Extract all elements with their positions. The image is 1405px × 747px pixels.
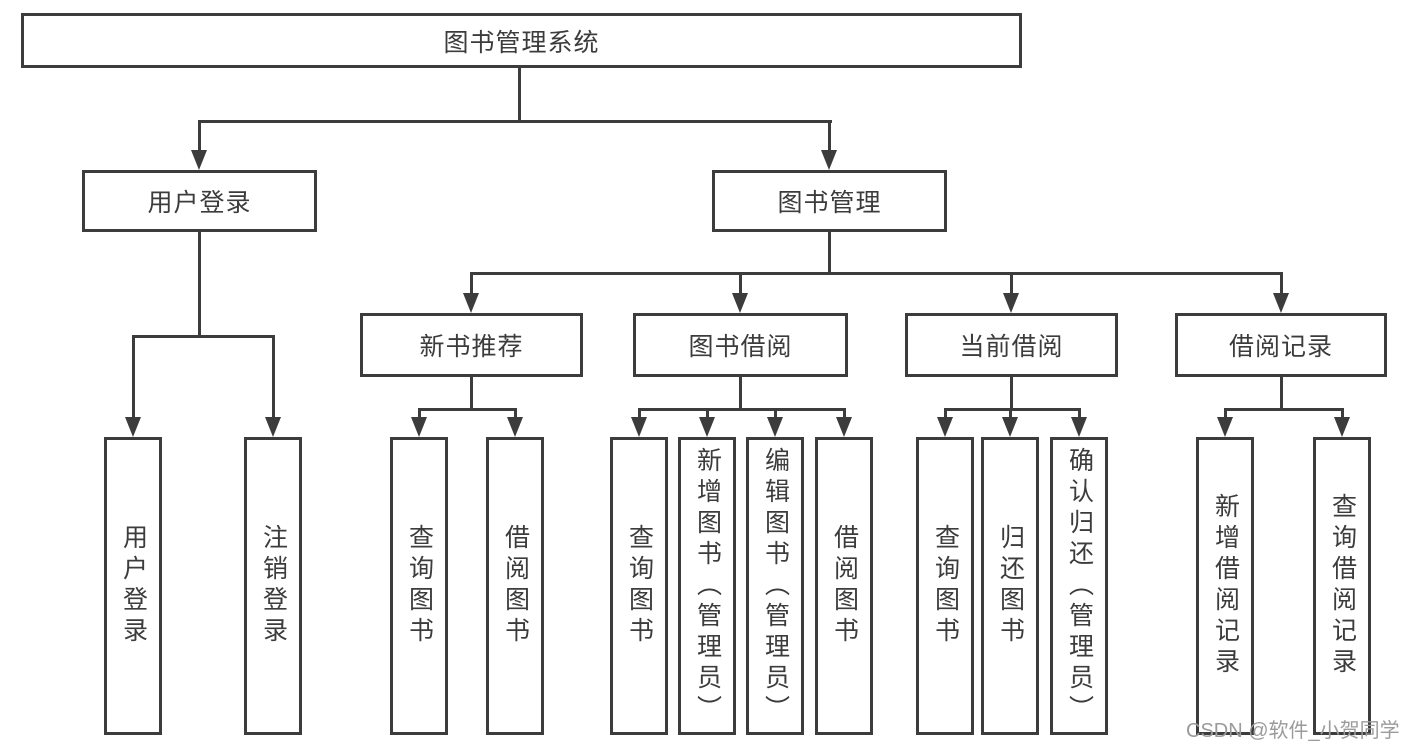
leaf-user-login: 用户登录 [104,437,162,735]
arrow-down-icon [836,417,852,437]
connector-line [638,408,845,411]
arrow-down-icon [1334,417,1350,437]
connector-line [638,408,641,419]
connector-line [739,272,742,295]
arrow-down-icon [463,293,479,313]
node-current-borrowing: 当前借阅 [905,313,1118,377]
arrow-down-icon [507,417,523,437]
connector-line [706,408,709,419]
arrow-down-icon [821,150,837,170]
connector-line [1078,408,1081,419]
connector-line [470,272,473,295]
node-new-book-recommendation: 新书推荐 [360,313,583,377]
connector-line [132,335,275,338]
connector-line [198,120,201,152]
arrow-down-icon [191,150,207,170]
connector-line [514,408,517,419]
leaf-records-add-record: 新增借阅记录 [1196,437,1254,735]
connector-line [843,408,846,419]
leaf-borrow-add-books-admin: 新增图书（管理员） [678,437,736,735]
connector-line [198,232,201,335]
arrow-down-icon [1002,417,1018,437]
arrow-down-icon [1217,417,1233,437]
leaf-records-query-record: 查询借阅记录 [1313,437,1371,735]
connector-line [828,120,831,152]
connector-line [418,408,517,411]
leaf-borrow-borrow-books: 借阅图书 [815,437,873,735]
node-borrowing-records: 借阅记录 [1175,313,1387,377]
arrow-down-icon [767,417,783,437]
connector-line [1280,377,1283,408]
leaf-recommend-borrow-books: 借阅图书 [486,437,544,735]
connector-line [774,408,777,419]
arrow-down-icon [1003,293,1019,313]
leaf-current-query-books: 查询图书 [916,437,974,735]
leaf-recommend-query-books: 查询图书 [390,437,448,735]
connector-line [1341,408,1344,419]
connector-line [272,335,275,419]
node-library-system: 图书管理系统 [21,13,1022,68]
leaf-logout: 注销登录 [244,437,302,735]
connector-line [1224,408,1343,411]
arrow-down-icon [411,417,427,437]
node-user-login: 用户登录 [82,170,317,232]
connector-line [944,408,1080,411]
arrow-down-icon [1273,293,1289,313]
arrow-down-icon [699,417,715,437]
watermark-text: CSDN @软件_小贺同学 [1186,720,1400,742]
leaf-borrow-query-books: 查询图书 [610,437,668,735]
connector-line [944,408,947,419]
connector-line [1010,377,1013,408]
connector-line [1280,272,1283,295]
connector-line [739,377,742,408]
arrow-down-icon [937,417,953,437]
leaf-borrow-edit-books-admin: 编辑图书（管理员） [746,437,804,735]
leaf-current-return-books: 归还图书 [981,437,1039,735]
arrow-down-icon [1071,417,1087,437]
connector-line [828,232,831,272]
connector-line [518,68,521,120]
leaf-current-confirm-return-admin: 确认归还（管理员） [1050,437,1108,735]
connector-line [470,272,1283,275]
node-book-borrowing: 图书借阅 [633,313,848,377]
arrow-down-icon [125,417,141,437]
connector-line [132,335,135,419]
connector-line [1010,272,1013,295]
connector-line [1224,408,1227,419]
connector-line [470,377,473,408]
node-book-management: 图书管理 [712,170,947,232]
arrow-down-icon [631,417,647,437]
connector-line [1009,408,1012,419]
arrow-down-icon [732,293,748,313]
arrow-down-icon [265,417,281,437]
connector-line [418,408,421,419]
connector-line [198,120,832,123]
